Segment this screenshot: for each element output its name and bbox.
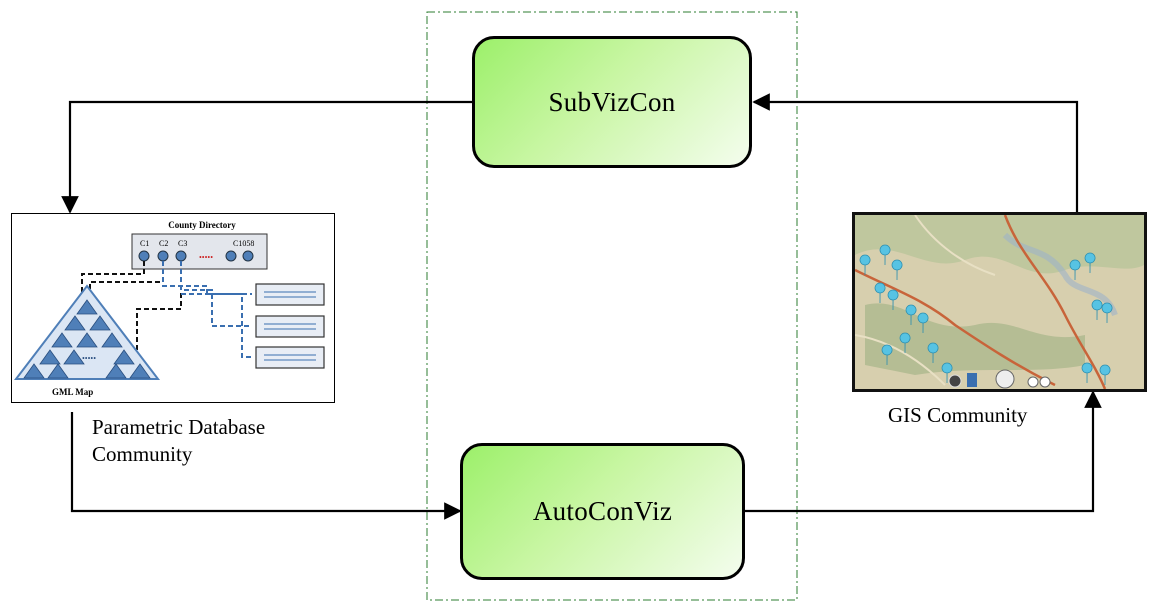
map-zoom-controls[interactable]	[948, 369, 1051, 389]
directory-links	[81, 261, 252, 358]
caption-line-1: Parametric Database	[92, 415, 266, 439]
subvizcon-node[interactable]: SubVizCon	[472, 36, 752, 168]
column-label-c2: C2	[159, 239, 168, 248]
column-label-c1: C1	[140, 239, 149, 248]
center-divider	[426, 11, 798, 601]
directory-port	[225, 250, 237, 262]
county-directory-bar	[131, 233, 268, 270]
gml-map-label: GML Map	[52, 387, 93, 397]
directory-port	[175, 250, 187, 262]
arrow-subvizcon-to-database	[61, 100, 472, 214]
caption-line-2: Community	[92, 442, 193, 466]
column-label-c3: C3	[178, 239, 187, 248]
directory-port	[242, 250, 254, 262]
directory-port	[138, 250, 150, 262]
database-schematic: County Directory C1 C2 C3 C1058 •••••	[13, 220, 325, 397]
column-label-c1058: C1058	[233, 239, 254, 248]
arrow-database-to-autoconviz	[70, 412, 462, 520]
directory-ellipsis: •••••	[199, 253, 213, 262]
directory-port	[157, 250, 169, 262]
gis-map-panel	[852, 212, 1147, 392]
parametric-database-caption: Parametric Database Community	[92, 414, 265, 468]
parametric-database-panel: County Directory C1 C2 C3 C1058 •••••	[11, 213, 335, 403]
gml-map-cells	[23, 299, 151, 379]
autoconviz-node[interactable]: AutoConViz	[460, 443, 745, 580]
directory-title: County Directory	[168, 220, 236, 230]
gis-community-caption: GIS Community	[888, 403, 1028, 427]
record-stack	[255, 283, 325, 369]
autoconviz-label: AutoConViz	[532, 496, 673, 526]
arrow-autoconviz-to-gis	[745, 390, 1102, 513]
map-pin-icon	[859, 244, 1113, 386]
gml-ellipsis: •••••	[82, 354, 96, 363]
subvizcon-label: SubVizCon	[548, 86, 676, 117]
arrow-gis-to-subvizcon	[752, 93, 1079, 212]
gis-map-image	[855, 215, 1144, 389]
